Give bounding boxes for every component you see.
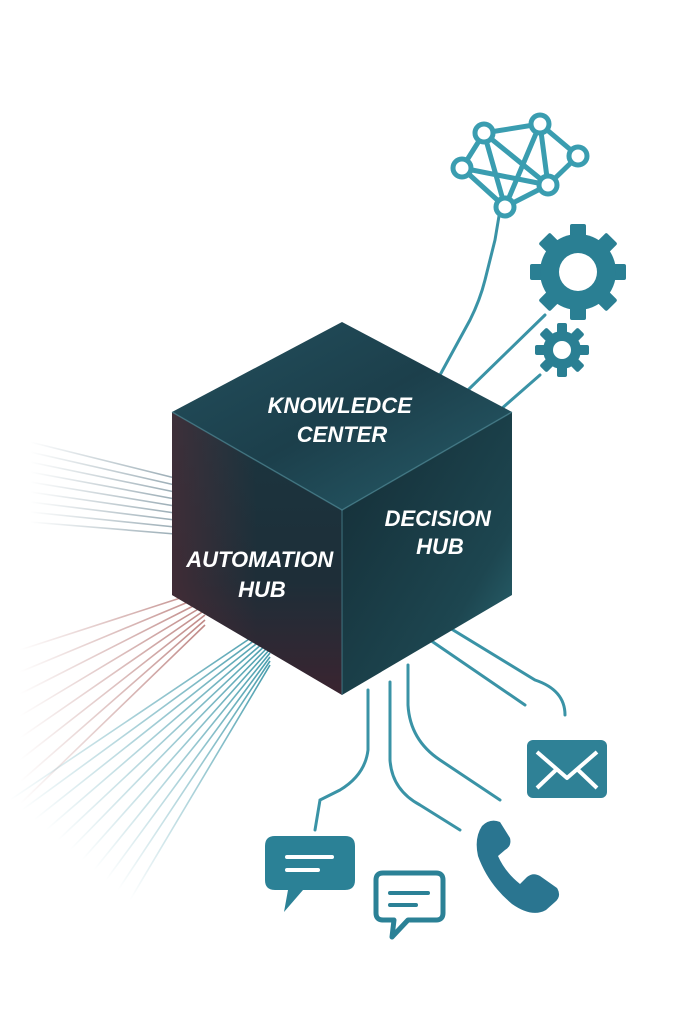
light-ray — [29, 481, 176, 507]
light-ray — [29, 471, 176, 500]
connector-gear-small — [498, 373, 542, 412]
mail-icon — [527, 740, 607, 798]
light-ray — [105, 656, 271, 881]
light-ray — [19, 589, 206, 651]
connector-phone — [406, 663, 502, 802]
connector-network — [438, 208, 502, 377]
light-ray — [21, 628, 271, 811]
light-ray — [93, 652, 271, 871]
gear-small-icon — [535, 323, 589, 377]
light-ray — [29, 521, 176, 535]
connector-lines — [313, 208, 567, 832]
cube-right-face — [342, 412, 512, 695]
phone-icon — [476, 820, 560, 913]
left-face-label: Automation Hub — [185, 547, 338, 602]
light-ray — [33, 632, 271, 821]
knowledge-cube: Knowledce Center Automation Hub Decision… — [171, 322, 513, 695]
light-ray — [19, 599, 206, 695]
cube-top-face — [172, 322, 512, 510]
light-ray — [29, 501, 176, 521]
connector-chat — [313, 688, 370, 832]
light-ray — [29, 491, 176, 514]
light-ray — [29, 511, 176, 528]
light-ray — [29, 441, 176, 479]
light-rays — [9, 441, 271, 901]
light-ray — [69, 644, 271, 851]
connector-gear-large — [466, 313, 547, 392]
connector-message — [388, 680, 462, 832]
top-face-label: Knowledce Center — [268, 393, 417, 447]
cube-left-tint — [172, 412, 342, 695]
light-ray — [19, 609, 206, 739]
light-ray — [19, 624, 206, 805]
light-ray — [19, 619, 206, 783]
light-ray — [19, 594, 206, 673]
right-face-label: Decision hub — [385, 506, 496, 559]
light-ray — [19, 614, 206, 761]
connector-mail-b — [428, 638, 527, 707]
light-ray — [129, 664, 271, 901]
connector-mail-a — [438, 620, 567, 717]
network-icon — [450, 112, 590, 219]
gear-large-icon — [530, 224, 626, 320]
light-ray — [29, 451, 176, 486]
light-ray — [19, 604, 206, 717]
light-ray — [117, 660, 271, 891]
message-bubble-icon — [373, 870, 446, 940]
chat-bubble-icon — [265, 836, 355, 912]
light-ray — [29, 461, 176, 493]
light-ray — [45, 636, 271, 831]
light-ray — [81, 648, 271, 861]
light-ray — [57, 640, 271, 841]
light-ray — [9, 624, 271, 801]
